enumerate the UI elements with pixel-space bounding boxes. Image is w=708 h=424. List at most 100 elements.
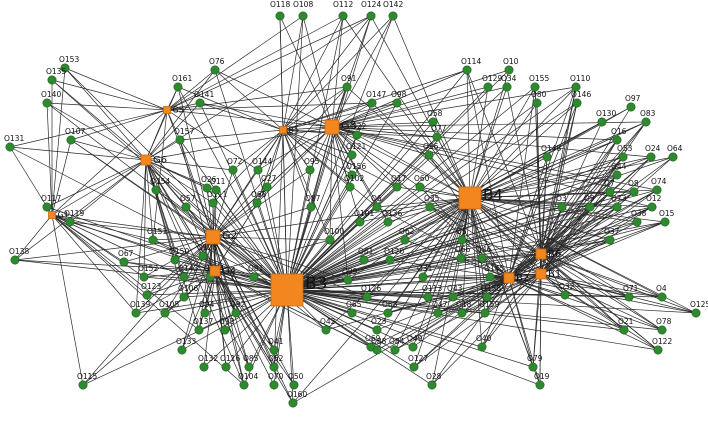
node-o130[interactable] [597, 117, 607, 127]
node-o43[interactable] [448, 292, 458, 302]
node-o117[interactable] [42, 202, 52, 212]
node-o97[interactable] [626, 102, 636, 112]
node-o84[interactable] [390, 345, 400, 355]
node-o115[interactable] [78, 380, 88, 390]
node-o100[interactable] [325, 235, 335, 245]
hub-node-g4[interactable] [209, 265, 221, 277]
node-o160[interactable] [288, 398, 298, 408]
node-o32[interactable] [560, 290, 570, 300]
node-o61[interactable] [359, 255, 369, 265]
node-o18[interactable] [457, 308, 467, 318]
node-o24[interactable] [646, 152, 656, 162]
node-o139[interactable] [131, 308, 141, 318]
node-o119[interactable] [65, 217, 75, 227]
hub-node-b2[interactable] [503, 272, 515, 284]
node-o46[interactable] [477, 253, 487, 263]
node-o4[interactable] [657, 292, 667, 302]
node-o50[interactable] [289, 380, 299, 390]
node-o22[interactable] [352, 130, 362, 140]
node-o27[interactable] [262, 182, 272, 192]
node-o156[interactable] [347, 170, 357, 180]
node-o5[interactable] [457, 235, 467, 245]
node-o95[interactable] [305, 165, 315, 175]
node-o113[interactable] [423, 292, 433, 302]
node-o151[interactable] [148, 235, 158, 245]
node-o99[interactable] [343, 275, 353, 285]
node-o10[interactable] [504, 65, 514, 75]
node-o141[interactable] [195, 98, 205, 108]
node-o16[interactable] [612, 135, 622, 145]
node-o74[interactable] [652, 185, 662, 195]
node-o146[interactable] [572, 98, 582, 108]
node-o63[interactable] [383, 308, 393, 318]
node-o72[interactable] [228, 165, 238, 175]
hub-node-b4[interactable] [458, 186, 482, 210]
node-o104[interactable] [239, 380, 249, 390]
node-o132[interactable] [199, 362, 209, 372]
node-o131[interactable] [5, 142, 15, 152]
node-o102[interactable] [345, 182, 355, 192]
node-o65[interactable] [347, 308, 357, 318]
node-o112[interactable] [338, 11, 348, 21]
hub-node-b3[interactable] [270, 273, 304, 307]
node-o111[interactable] [208, 198, 218, 208]
node-o52[interactable] [269, 362, 279, 372]
node-o124[interactable] [366, 11, 376, 21]
node-o157[interactable] [175, 135, 185, 145]
node-o41[interactable] [269, 345, 279, 355]
node-o123[interactable] [142, 290, 152, 300]
node-o140[interactable] [42, 98, 52, 108]
hub-node-g6[interactable] [140, 154, 152, 166]
node-o158[interactable] [482, 292, 492, 302]
node-o7[interactable] [605, 187, 615, 197]
node-o38[interactable] [632, 217, 642, 227]
node-o76[interactable] [210, 65, 220, 75]
node-o70[interactable] [269, 380, 279, 390]
node-o6[interactable] [372, 202, 382, 212]
node-o137[interactable] [194, 325, 204, 335]
node-o125[interactable] [691, 308, 701, 318]
node-o107[interactable] [66, 135, 76, 145]
node-o9[interactable] [585, 202, 595, 212]
node-o83[interactable] [641, 117, 651, 127]
node-o53[interactable] [618, 152, 628, 162]
hub-node-b5[interactable] [279, 126, 287, 134]
node-o11[interactable] [211, 185, 221, 195]
node-o143[interactable] [179, 272, 189, 282]
node-o47[interactable] [433, 308, 443, 318]
node-o122[interactable] [653, 345, 663, 355]
node-o155[interactable] [530, 82, 540, 92]
node-o161[interactable] [173, 82, 183, 92]
node-o49[interactable] [408, 342, 418, 352]
node-o35[interactable] [425, 202, 435, 212]
node-o118[interactable] [275, 11, 285, 21]
node-o153[interactable] [60, 63, 70, 73]
node-o57[interactable] [181, 202, 191, 212]
node-o138[interactable] [10, 255, 20, 265]
node-o23[interactable] [372, 325, 382, 335]
node-o98[interactable] [392, 98, 402, 108]
node-o145[interactable] [485, 272, 495, 282]
node-o37[interactable] [605, 235, 615, 245]
node-o67[interactable] [119, 257, 129, 267]
node-o3[interactable] [557, 202, 567, 212]
node-o15[interactable] [660, 217, 670, 227]
node-o91[interactable] [342, 82, 352, 92]
node-o78[interactable] [657, 325, 667, 335]
node-o21[interactable] [619, 325, 629, 335]
node-o108[interactable] [298, 11, 308, 21]
node-o154[interactable] [151, 185, 161, 195]
node-o128[interactable] [198, 251, 208, 261]
node-o148[interactable] [542, 152, 552, 162]
node-o81[interactable] [249, 272, 259, 282]
node-o92[interactable] [231, 308, 241, 318]
node-o79[interactable] [528, 362, 538, 372]
hub-node-b6[interactable] [535, 248, 547, 260]
node-o88[interactable] [372, 345, 382, 355]
node-o93[interactable] [220, 325, 230, 335]
node-o159[interactable] [480, 308, 490, 318]
node-o19[interactable] [535, 380, 545, 390]
node-o17[interactable] [392, 182, 402, 192]
node-o87[interactable] [306, 202, 316, 212]
node-o8[interactable] [629, 187, 639, 197]
